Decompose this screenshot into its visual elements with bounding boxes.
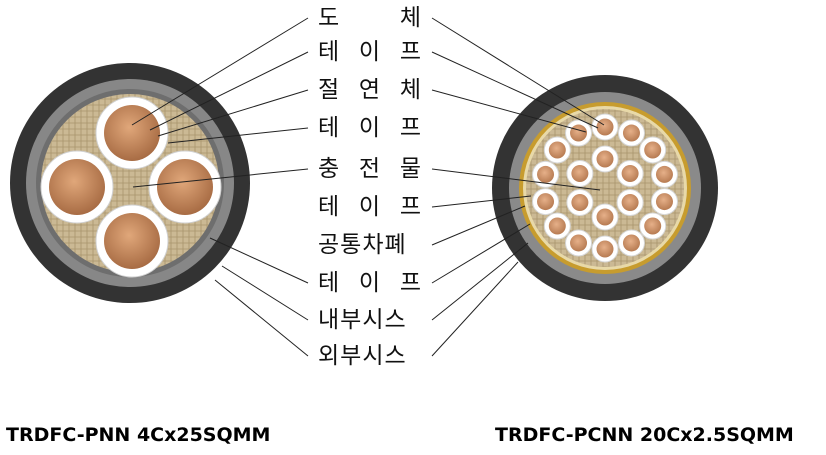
right-core — [616, 189, 644, 216]
right-core — [591, 203, 619, 231]
left-core-left — [40, 150, 114, 224]
label-tape-3: 테 이 프 — [318, 194, 422, 220]
caption-left-cable: TRDFC-PNN 4Cx25SQMM — [6, 424, 271, 446]
left-core-bottom — [95, 204, 169, 278]
label-tape-4: 테 이 프 — [318, 270, 422, 296]
right-core — [591, 145, 619, 173]
right-core — [532, 160, 560, 188]
right-core — [543, 136, 571, 164]
right-cores — [532, 113, 678, 263]
left-filler — [41, 94, 219, 272]
label-tape-2: 테 이 프 — [318, 115, 422, 141]
label-tape-1: 테 이 프 — [318, 39, 422, 65]
label-inner-sheath: 내부시스 — [318, 307, 407, 333]
right-core — [639, 212, 667, 240]
right-core — [650, 160, 678, 188]
left-core-top — [95, 96, 169, 170]
right-core — [617, 119, 645, 147]
right-core — [650, 188, 678, 216]
right-core — [591, 235, 619, 263]
right-core — [639, 136, 667, 164]
right-core — [616, 160, 644, 187]
label-common-shield: 공통차폐 — [318, 232, 407, 258]
right-core — [565, 119, 593, 147]
label-outer-sheath: 외부시스 — [318, 343, 407, 369]
right-core — [566, 160, 594, 187]
right-core — [532, 188, 560, 216]
label-conductor: 도 체 — [318, 5, 422, 31]
label-filler: 충 전 물 — [318, 156, 422, 182]
right-cable-cross-section — [492, 75, 718, 301]
left-cores — [40, 96, 222, 278]
right-core — [543, 212, 571, 240]
right-core — [565, 229, 593, 257]
right-core — [566, 189, 594, 216]
left-cable-cross-section — [10, 63, 250, 303]
right-core — [617, 229, 645, 257]
leader-lines — [131, 17, 605, 357]
caption-right-cable: TRDFC-PCNN 20Cx2.5SQMM — [495, 424, 794, 446]
label-insulation: 절 연 체 — [318, 77, 422, 103]
left-core-right — [148, 150, 222, 224]
